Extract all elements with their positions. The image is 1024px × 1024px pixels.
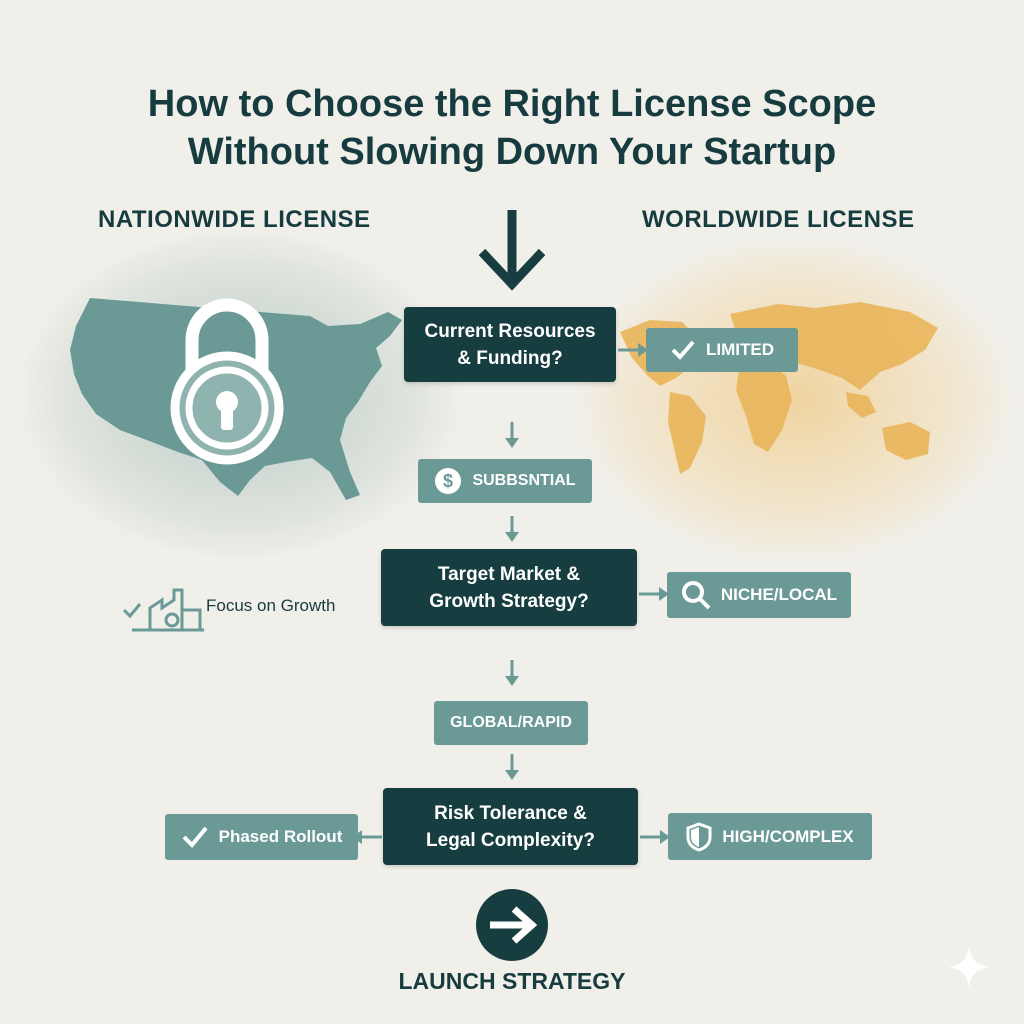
question-target-line-1: Target Market & xyxy=(429,561,588,588)
arrow-to-limited xyxy=(616,338,650,362)
answer-high-complex-label: HIGH/COMPLEX xyxy=(722,827,853,847)
question-target-market: Target Market & Growth Strategy? xyxy=(381,549,637,626)
factory-icon xyxy=(120,584,210,632)
question-risk-line-2: Legal Complexity? xyxy=(426,827,595,854)
question-target-line-2: Growth Strategy? xyxy=(429,588,588,615)
arrow-to-niche xyxy=(637,582,671,606)
question-resources-line-1: Current Resources xyxy=(424,318,595,345)
launch-strategy-label: LAUNCH STRATEGY xyxy=(312,968,712,995)
question-resources-line-2: & Funding? xyxy=(424,345,595,372)
answer-niche-local: NICHE/LOCAL xyxy=(667,572,851,618)
shield-icon xyxy=(686,822,712,852)
answer-high-complex: HIGH/COMPLEX xyxy=(668,813,872,860)
magnifier-icon xyxy=(681,580,711,610)
arrow-to-global xyxy=(500,658,524,688)
answer-limited: LIMITED xyxy=(646,328,798,372)
arrow-to-substantial xyxy=(500,420,524,450)
down-arrow-icon xyxy=(474,210,550,292)
question-risk-tolerance: Risk Tolerance & Legal Complexity? xyxy=(383,788,638,865)
answer-global-rapid: GLOBAL/RAPID xyxy=(434,701,588,745)
question-risk-line-1: Risk Tolerance & xyxy=(426,800,595,827)
title-line-2: Without Slowing Down Your Startup xyxy=(40,128,984,176)
answer-niche-local-label: NICHE/LOCAL xyxy=(721,585,837,605)
answer-substantial-label: SUBBSNTIAL xyxy=(472,472,575,490)
page-title: How to Choose the Right License Scope Wi… xyxy=(40,80,984,176)
dollar-icon: $ xyxy=(434,467,462,495)
arrow-to-high xyxy=(638,825,672,849)
world-map xyxy=(610,292,950,492)
focus-on-growth-label: Focus on Growth xyxy=(206,596,335,616)
padlock-icon xyxy=(162,296,292,466)
sparkle-icon xyxy=(946,944,992,990)
focus-on-growth: Focus on Growth xyxy=(120,570,360,634)
arrow-to-risk xyxy=(500,752,524,782)
answer-limited-label: LIMITED xyxy=(706,340,774,360)
answer-phased-rollout: Phased Rollout xyxy=(165,814,358,860)
checkmark-icon xyxy=(181,825,209,849)
answer-phased-rollout-label: Phased Rollout xyxy=(219,827,343,847)
arrow-to-target-market xyxy=(500,514,524,544)
answer-global-rapid-label: GLOBAL/RAPID xyxy=(450,714,572,732)
answer-substantial: $ SUBBSNTIAL xyxy=(418,459,592,503)
title-line-1: How to Choose the Right License Scope xyxy=(40,80,984,128)
right-arrow-circle-icon xyxy=(474,887,550,963)
checkmark-icon xyxy=(670,339,696,361)
question-resources-funding: Current Resources & Funding? xyxy=(404,307,616,382)
svg-text:$: $ xyxy=(443,471,453,491)
worldwide-heading: WORLDWIDE LICENSE xyxy=(642,206,915,234)
